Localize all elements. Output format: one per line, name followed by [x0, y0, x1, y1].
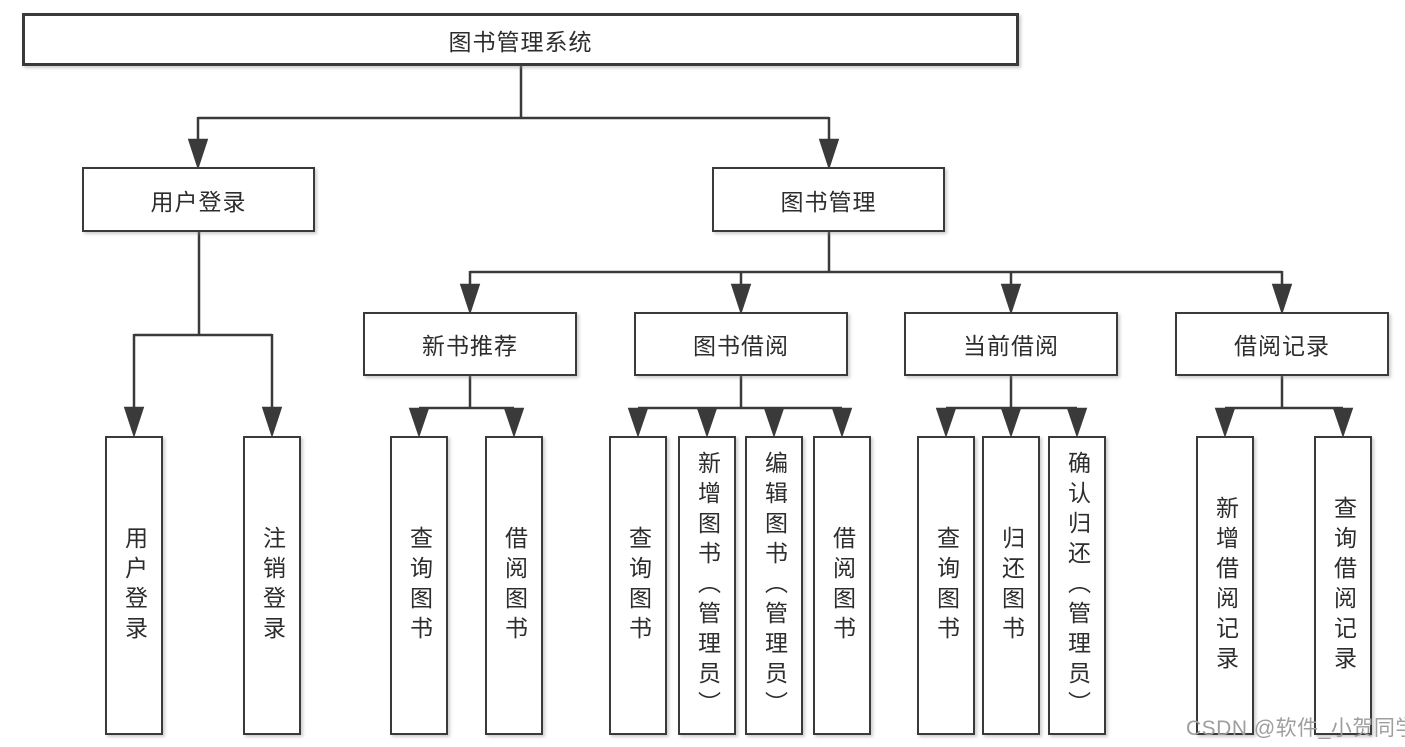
module-book-borrowing: 图书借阅	[634, 312, 848, 376]
leaf-user-login: 用户登录	[105, 436, 163, 735]
leaf-label: 新增图书（管理员）	[694, 450, 721, 721]
leaf-label: 归还图书	[998, 525, 1025, 646]
leaf-query-books-recommend: 查询图书	[390, 436, 448, 735]
module-label: 借阅记录	[1234, 333, 1330, 359]
node-user-login: 用户登录	[82, 167, 315, 232]
leaf-confirm-return-admin: 确认归还（管理员）	[1048, 436, 1106, 735]
node-user-login-label: 用户登录	[150, 188, 247, 215]
leaf-label: 新增借阅记录	[1212, 495, 1239, 676]
leaf-return-books: 归还图书	[982, 436, 1040, 735]
leaf-add-borrow-record: 新增借阅记录	[1196, 436, 1254, 735]
leaf-logout: 注销登录	[243, 436, 301, 735]
module-label: 图书借阅	[693, 333, 789, 359]
root-node-label: 图书管理系统	[448, 28, 593, 55]
leaf-query-books-current: 查询图书	[917, 436, 975, 735]
node-book-management-label: 图书管理	[780, 188, 877, 215]
module-new-book-recommend: 新书推荐	[363, 312, 577, 376]
leaf-borrow-books-borrowing: 借阅图书	[813, 436, 871, 735]
leaf-edit-books-admin: 编辑图书（管理员）	[745, 436, 803, 735]
leaf-query-borrow-record: 查询借阅记录	[1314, 436, 1372, 735]
module-label: 当前借阅	[963, 333, 1059, 359]
module-current-borrowing: 当前借阅	[904, 312, 1118, 376]
module-label: 新书推荐	[422, 333, 518, 359]
csdn-watermark: CSDN @软件_小贺同学	[1186, 717, 1405, 740]
leaf-label: 借阅图书	[829, 525, 856, 646]
root-node: 图书管理系统	[22, 13, 1019, 66]
leaf-label: 注销登录	[259, 525, 286, 646]
leaf-label: 查询图书	[625, 525, 652, 646]
node-book-management: 图书管理	[712, 167, 945, 232]
leaf-label: 编辑图书（管理员）	[761, 450, 788, 721]
leaf-label: 查询图书	[933, 525, 960, 646]
leaf-label: 查询图书	[406, 525, 433, 646]
leaf-borrow-books-recommend: 借阅图书	[485, 436, 543, 735]
leaf-query-books-borrowing: 查询图书	[609, 436, 667, 735]
leaf-add-books-admin: 新增图书（管理员）	[678, 436, 736, 735]
module-borrowing-records: 借阅记录	[1175, 312, 1389, 376]
leaf-label: 查询借阅记录	[1330, 495, 1357, 676]
leaf-label: 用户登录	[121, 525, 148, 646]
leaf-label: 确认归还（管理员）	[1064, 450, 1091, 721]
leaf-label: 借阅图书	[501, 525, 528, 646]
